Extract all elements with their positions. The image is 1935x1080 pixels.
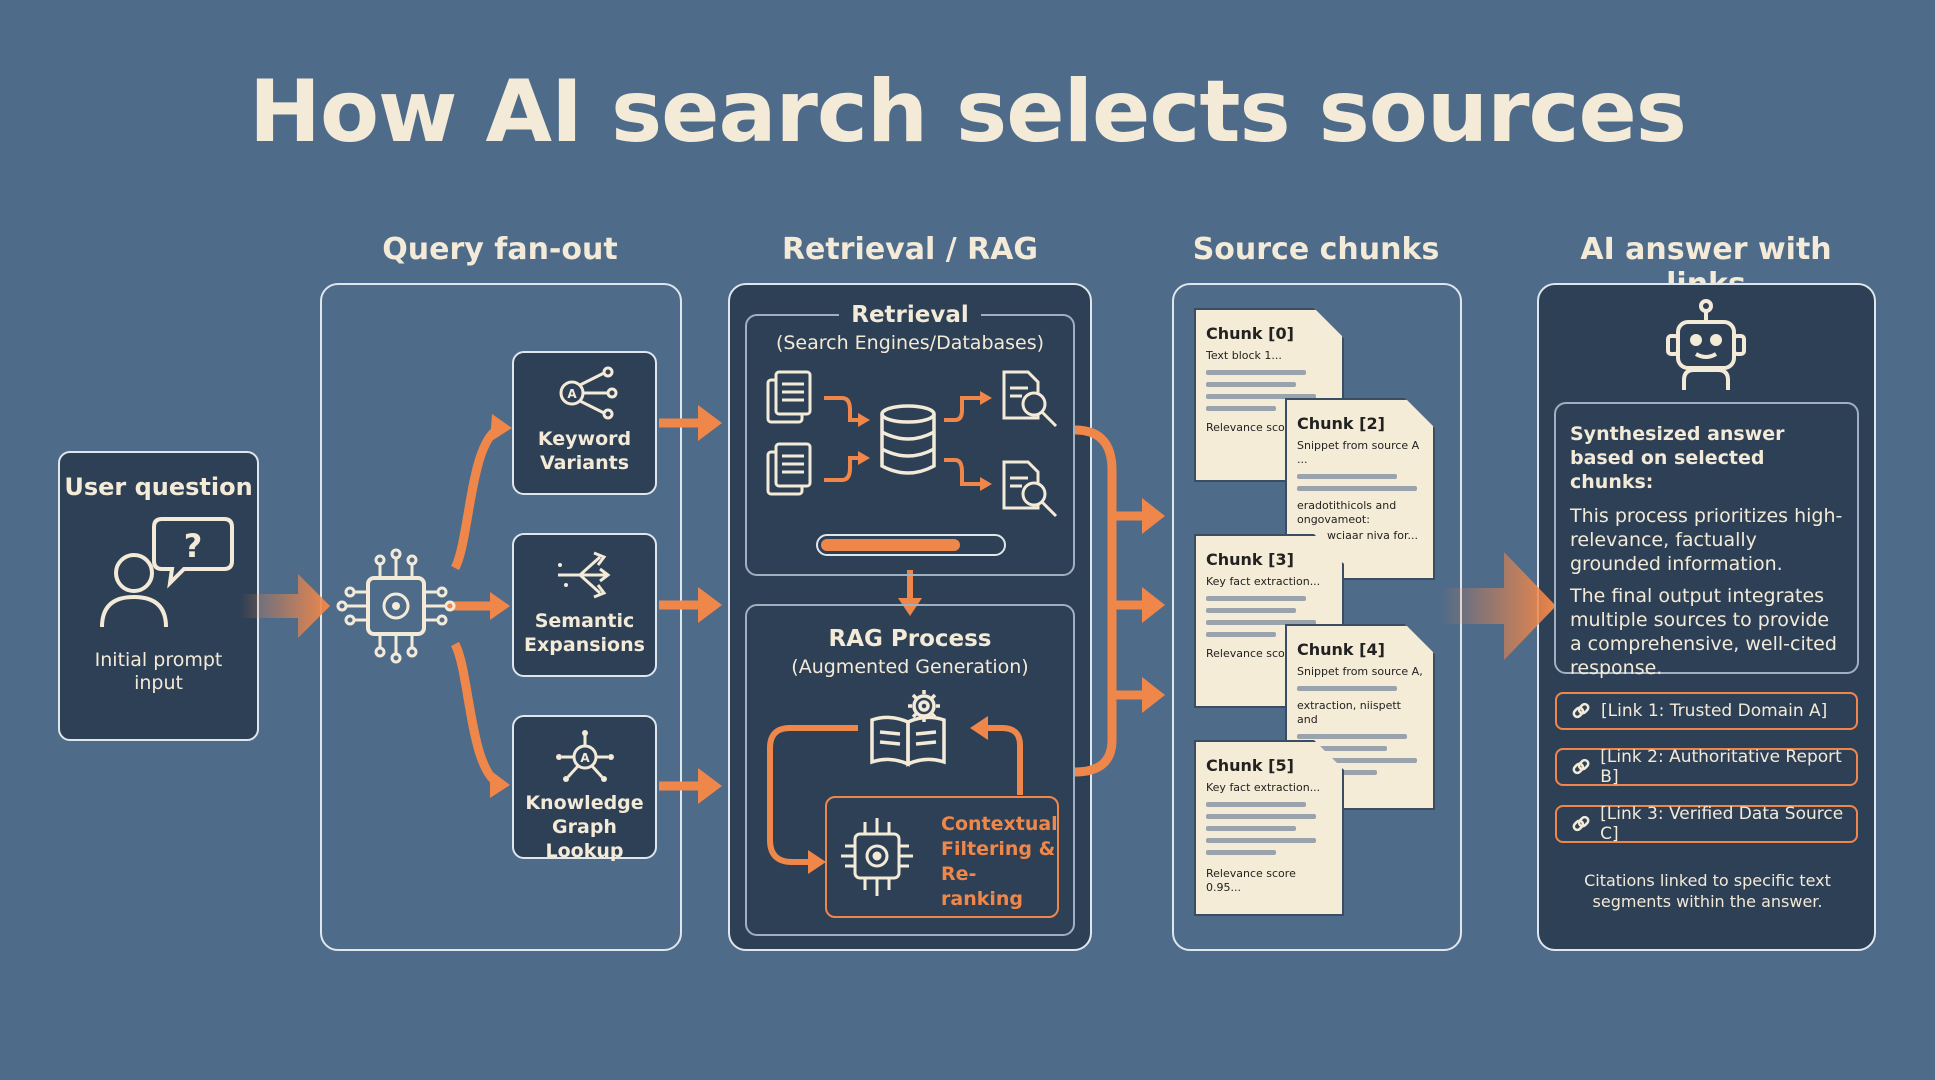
contextual-filtering-box: Contextual Filtering & Re-ranking [825,796,1059,918]
link-icon [1572,702,1590,719]
rag-subtitle: (Augmented Generation) [791,656,1029,678]
page-title: How AI search selects sources [249,62,1687,162]
link-label: [Link 2: Authoritative Report B] [1600,747,1842,787]
query-processor-icon [336,548,456,664]
user-question-title: User question [64,473,253,501]
citation-link-3[interactable]: [Link 3: Verified Data Source C] [1555,804,1858,844]
filter-label-3: Re-ranking [941,863,1023,910]
fanout-label-1: Semantic [534,610,635,632]
answer-paragraph-2: The final output integrates multiple sou… [1570,585,1837,679]
chunk-snippet: Key fact extraction... [1206,781,1321,794]
citation-link-2[interactable]: [Link 2: Authoritative Report B] [1555,747,1858,787]
fanout-panel [320,283,682,951]
citations-footer: Citations linked to specific text segmen… [1584,871,1831,911]
retrieval-subpanel: Retrieval (Search Engines/Databases) [745,302,1075,576]
rag-subpanel: RAG Process (Augmented Generation) [745,604,1075,936]
answer-heading: Synthesized answer based on selected chu… [1570,423,1785,493]
keyword-network-icon: A [559,366,617,420]
filter-label-1: Contextual [941,813,1058,835]
retrieval-title: Retrieval [839,302,981,328]
book-gear-icon [870,690,946,767]
fanout-label-2: Variants [539,452,630,474]
fanout-label-2: Expansions [524,634,645,656]
svg-text:?: ? [183,527,202,565]
chunk-footer: Relevance score 0.95... [1206,867,1296,894]
synthesized-answer-box: Synthesized answer based on selected chu… [1554,402,1859,679]
link-label: [Link 3: Verified Data Source C] [1600,804,1844,844]
user-question-caption: Initial prompt input [94,649,223,694]
svg-text:A: A [567,387,577,401]
retrieval-progress-fill [821,539,961,551]
chunk-snippet: Snippet from source A ... [1297,439,1420,466]
fanout-label-1: Knowledge [525,792,644,814]
chunk-mid-1: extraction, niispett and [1297,699,1401,726]
rag-title: RAG Process [828,626,992,652]
column-heading-fanout: Query fan-out [382,232,618,267]
column-heading-chunks: Source chunks [1192,232,1440,267]
knowledge-graph-icon: A [555,730,614,782]
document-stack-icon [766,370,812,496]
chunk-title: Chunk [4] [1297,640,1385,659]
fanout-card-keyword: A Keyword Variants [512,351,657,495]
chip-gear-icon [841,818,913,896]
link-icon [1572,758,1590,775]
chunk-footer: Relevance sco [1206,421,1285,434]
chunk-title: Chunk [3] [1206,550,1294,569]
fanout-card-semantic: Semantic Expansions [512,533,657,677]
chunk-mid-1: eradotithicols and [1297,499,1397,512]
chunk-card: Chunk [0] Text block 1... Relevance sco [1194,308,1344,482]
chunk-title: Chunk [2] [1297,414,1385,433]
fanout-label-1: Keyword [537,428,632,450]
fanout-label-2: Graph Lookup [545,816,624,862]
filter-label-2: Filtering & [941,838,1056,860]
user-question-card: User question ? Initial prompt input [58,451,259,741]
retrieval-progress-bar [816,534,1006,556]
document-search-icon [1002,370,1058,518]
retrieval-subtitle: (Search Engines/Databases) [775,332,1045,354]
link-label: [Link 1: Trusted Domain A] [1601,701,1828,721]
chunk-snippet: Text block 1... [1206,349,1282,362]
link-icon [1572,815,1590,832]
chunk-mid-2: ongovameot: [1297,513,1370,526]
user-question-icon: ? [99,517,234,628]
robot-icon [1666,299,1746,390]
citation-link-1[interactable]: [Link 1: Trusted Domain A] [1555,692,1858,730]
fanout-card-knowledge: A Knowledge Graph Lookup [512,715,657,862]
database-icon [880,404,936,475]
column-heading-retrieval: Retrieval / RAG [781,232,1039,267]
semantic-branch-icon [557,551,610,599]
svg-text:A: A [580,751,590,765]
chunk-title: Chunk [0] [1206,324,1294,343]
chunk-footer: Relevance sco [1206,647,1285,660]
chunk-card: Chunk [5] Key fact extraction... Relevan… [1194,740,1344,916]
chunk-snippet: Key fact extraction... [1206,575,1321,588]
chunk-title: Chunk [5] [1206,756,1294,775]
chunk-footer: wciaar niva for... [1327,529,1418,542]
answer-paragraph-1: This process prioritizes high-relevance,… [1570,505,1843,575]
chunk-snippet: Snippet from source A, [1297,665,1423,678]
answer-panel [1537,283,1876,951]
